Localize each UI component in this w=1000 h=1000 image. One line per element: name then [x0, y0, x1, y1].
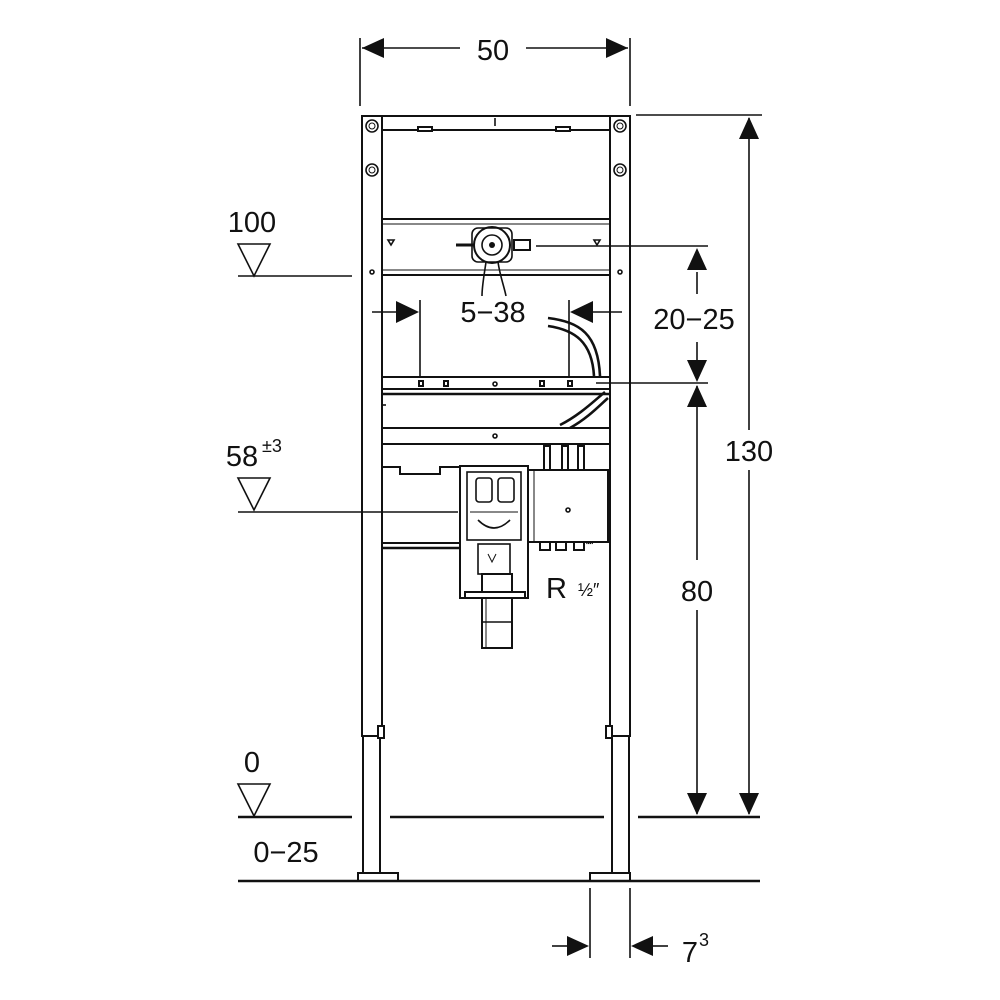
crossbar-lower — [381, 427, 611, 445]
triangle-down-icon — [236, 243, 272, 278]
left-leg — [362, 735, 381, 875]
mount-hole-icon — [365, 119, 379, 133]
level-58-label: 58 — [226, 441, 258, 473]
foot-offset-superscript: 3 — [699, 930, 709, 950]
geberit-logo: ▪▪▪▪ — [586, 541, 593, 547]
tap-mounting-plate — [369, 218, 623, 297]
level-marker-100: 100 — [228, 207, 352, 278]
arrow-right-icon — [567, 936, 589, 956]
thread-label: R ½″ — [540, 568, 608, 606]
arrow-down-icon — [687, 360, 707, 382]
left-post — [361, 115, 383, 737]
floor-range-label: 0−25 — [253, 837, 318, 869]
frame-posts — [357, 115, 631, 882]
width-label: 50 — [477, 35, 509, 67]
right-post — [609, 115, 631, 737]
arrow-right-icon — [606, 38, 628, 58]
right-leg — [611, 735, 630, 875]
connection-range-label: 20−25 — [653, 304, 734, 336]
total-height-label: 130 — [725, 436, 773, 468]
dimension-connection-height: 80 — [681, 385, 713, 815]
dimension-connection-range: 20−25 — [536, 245, 735, 384]
control-box — [527, 469, 609, 543]
triangle-down-icon — [592, 239, 602, 247]
arrow-down-icon — [739, 793, 759, 815]
arrow-up-icon — [739, 117, 759, 139]
arrow-down-icon — [687, 793, 707, 815]
level-100-label: 100 — [228, 207, 276, 239]
thread-fraction: ½″ — [578, 580, 600, 600]
foot-offset-label: 7 — [682, 937, 698, 969]
dimension-foot-offset: 7 3 — [552, 888, 709, 969]
mount-hole-icon — [365, 163, 379, 177]
dimension-side-range: 5−38 — [372, 297, 622, 378]
arrow-right-icon — [396, 301, 419, 323]
triangle-down-icon — [386, 239, 396, 247]
arrow-left-icon — [362, 38, 384, 58]
side-range-label: 5−38 — [460, 297, 525, 329]
valve-housing: ▪▪▪▪ — [381, 445, 609, 649]
arrow-left-icon — [570, 301, 593, 323]
mount-hole-icon — [613, 163, 627, 177]
arrow-up-icon — [687, 385, 707, 407]
level-marker-58: 58 ±3 — [226, 436, 458, 513]
triangle-down-icon — [236, 783, 272, 818]
mount-hole-icon — [613, 119, 627, 133]
level-58-tolerance: ±3 — [262, 436, 282, 456]
level-0-label: 0 — [244, 747, 260, 779]
floor-lines — [238, 815, 760, 883]
arrow-up-icon — [687, 248, 707, 270]
thread-prefix: R — [546, 573, 567, 605]
triangle-down-icon — [236, 477, 272, 512]
top-rail — [381, 115, 611, 131]
dimension-width: 50 — [359, 35, 631, 106]
connection-height-label: 80 — [681, 576, 713, 608]
level-marker-0: 0 — [236, 747, 272, 818]
middle-rails — [381, 316, 611, 445]
arrow-left-icon — [631, 936, 653, 956]
dimension-total-height: 130 — [636, 114, 773, 815]
